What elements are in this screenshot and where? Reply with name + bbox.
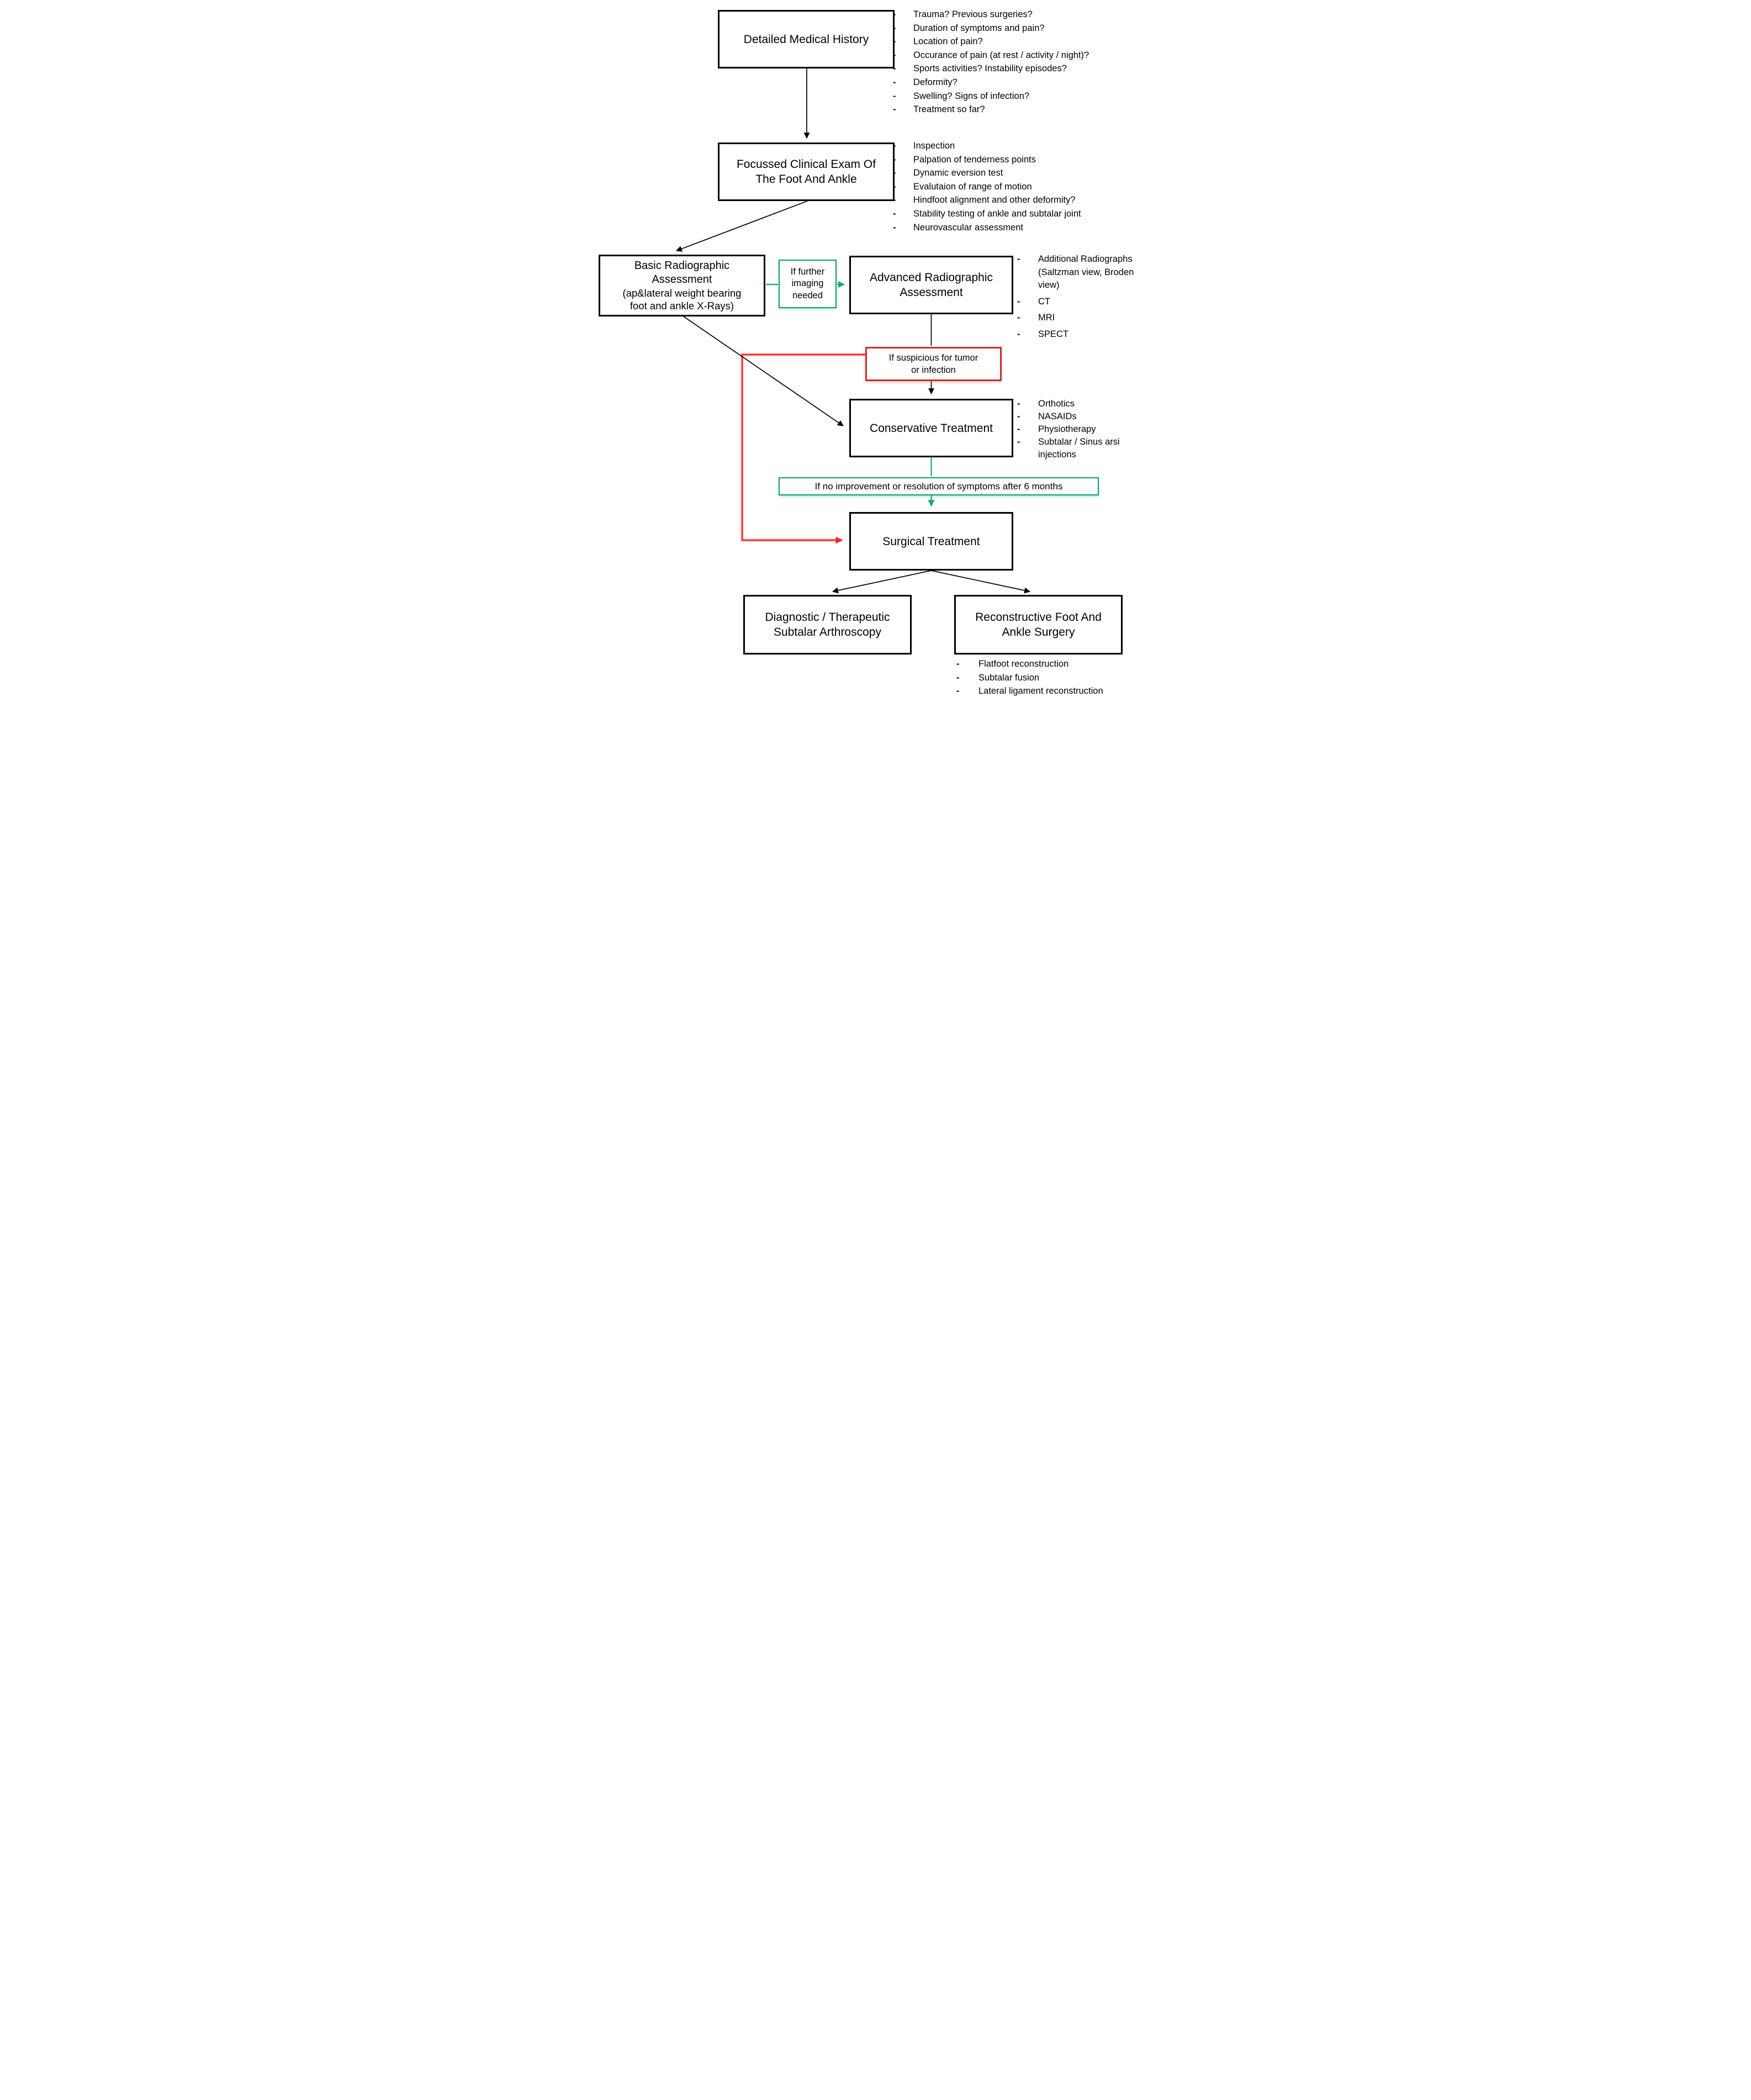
node-focussed-clinical-exam: Focussed Clinical Exam Of The Foot And A…	[718, 143, 895, 201]
bullet-item: -Palpation of tenderness points	[893, 153, 1158, 167]
arrow-tumor-condition-to-surgical	[741, 353, 865, 544]
arrow-basic-to-conservative	[683, 316, 844, 426]
node-surgical-treatment: Surgical Treatment	[849, 512, 1013, 571]
conservative-bullet-list: -Orthotics -NASAIDs -Physiotherapy -Subt…	[1017, 398, 1136, 461]
bullet-item: -CT	[1017, 296, 1136, 309]
node-conservative-treatment: Conservative Treatment	[849, 399, 1013, 457]
bullet-item: -MRI	[1017, 312, 1136, 325]
condition-line: or infection	[911, 365, 956, 375]
node-title-line: Ankle Surgery	[1002, 626, 1075, 639]
node-subtitle-line: foot and ankle X-Rays)	[629, 300, 734, 312]
dash-bullet: -	[893, 104, 896, 115]
arrow-exam-to-basic	[675, 200, 808, 252]
bullet-item: -Lateral ligament reconstruction	[956, 684, 1161, 698]
node-detailed-medical-history: Detailed Medical History	[718, 10, 895, 68]
node-subtitle-line: (ap&lateral weight bearing	[622, 287, 742, 299]
node-subtalar-arthroscopy: Diagnostic / Therapeutic Subtalar Arthro…	[743, 595, 912, 655]
dash-bullet: -	[1017, 329, 1020, 339]
dash-bullet: -	[1017, 399, 1020, 409]
reconstructive-bullet-list: -Flatfoot reconstruction -Subtalar fusio…	[956, 657, 1161, 698]
bullet-item: -Evalutaion of range of motion	[893, 180, 1158, 194]
node-title-line: Focussed Clinical Exam Of	[736, 158, 876, 171]
dash-bullet: -	[893, 222, 896, 233]
node-basic-radiographic-assessment: Basic Radiographic Assessment (ap&latera…	[599, 255, 765, 316]
bullet-item: -Stability testing of ankle and subtalar…	[893, 207, 1158, 221]
condition-line: If no improvement or resolution of sympt…	[814, 481, 1063, 492]
node-title-line: Subtalar Arthroscopy	[774, 626, 881, 639]
dash-bullet: -	[893, 208, 896, 219]
connector-lines	[675, 68, 1031, 594]
node-advanced-radiographic-assessment: Advanced Radiographic Assessment	[849, 256, 1013, 314]
node-title-line: The Foot And Ankle	[755, 173, 857, 186]
bullet-item: -Additional Radiographs (Saltzman view, …	[1017, 254, 1134, 290]
bullet-item: -Duration of symptoms and pain?	[893, 22, 1158, 35]
node-title-line: Assessment	[900, 286, 963, 299]
node-title-line: Assessment	[652, 273, 712, 286]
condition-no-improvement: If no improvement or resolution of sympt…	[779, 477, 1099, 495]
bullet-item: -Dynamic eversion test	[893, 166, 1158, 180]
bullet-item: -Orthotics	[1017, 398, 1136, 410]
bullet-item: -Trauma? Previous surgeries?	[893, 8, 1158, 22]
dash-bullet: -	[893, 36, 896, 47]
bullet-item: -Subtalar / Sinus arsi injections	[1017, 437, 1120, 460]
dash-bullet: -	[1017, 411, 1020, 421]
node-title-line: Diagnostic / Therapeutic	[765, 611, 890, 624]
bullet-item: -NASAIDs	[1017, 410, 1136, 423]
bullet-item: -Occurance of pain (at rest / activity /…	[893, 49, 1158, 62]
dash-bullet: -	[956, 659, 960, 669]
dash-bullet: -	[893, 9, 896, 19]
bullet-item: -Inspection	[893, 139, 1158, 153]
dash-bullet: -	[893, 195, 896, 205]
dash-bullet: -	[893, 168, 896, 178]
condition-further-imaging: If further imaging needed	[779, 260, 837, 308]
dash-bullet: -	[893, 154, 896, 165]
dash-bullet: -	[893, 50, 896, 60]
dash-bullet: -	[893, 141, 896, 151]
dash-bullet: -	[893, 64, 896, 74]
dash-bullet: -	[1017, 296, 1020, 307]
dash-bullet: -	[1017, 424, 1020, 434]
dash-bullet: -	[893, 91, 896, 101]
condition-line: needed	[792, 290, 823, 300]
condition-line: imaging	[791, 278, 824, 289]
arrow-surgical-to-arthroscopy	[832, 570, 932, 594]
node-reconstructive-surgery: Reconstructive Foot And Ankle Surgery	[954, 595, 1123, 655]
condition-tumor-or-infection: If suspicious for tumor or infection	[865, 347, 1002, 381]
node-title-line: Surgical Treatment	[882, 535, 980, 548]
node-title-line: Detailed Medical History	[743, 33, 869, 46]
dash-bullet: -	[893, 77, 896, 87]
bullet-item: -Neurovascular assessment	[893, 221, 1158, 235]
bullet-item: -Treatment so far?	[893, 103, 1158, 117]
node-title-line: Advanced Radiographic	[870, 271, 993, 284]
node-title-line: Conservative Treatment	[870, 421, 993, 435]
dash-bullet: -	[956, 672, 960, 683]
dash-bullet: -	[893, 23, 896, 33]
condition-line: If further	[790, 266, 825, 277]
bullet-item: -Subtalar fusion	[956, 671, 1161, 685]
dash-bullet: -	[893, 181, 896, 192]
flowchart-canvas: Detailed Medical History Focussed Clinic…	[584, 0, 1167, 700]
bullet-item: -Flatfoot reconstruction	[956, 657, 1161, 671]
arrow-surgical-to-reconstructive	[931, 570, 1031, 594]
condition-line: If suspicious for tumor	[888, 353, 978, 363]
dash-bullet: -	[956, 686, 960, 697]
red-elbow-halo	[740, 353, 865, 542]
node-title-line: Reconstructive Foot And	[975, 611, 1102, 624]
bullet-item: -Hindfoot alignment and other deformity?	[893, 193, 1158, 207]
node-title-line: Basic Radiographic	[634, 259, 730, 272]
exam-bullet-list: -Inspection -Palpation of tenderness poi…	[893, 139, 1158, 234]
dash-bullet: -	[1017, 437, 1020, 447]
bullet-item: -Swelling? Signs of infection?	[893, 89, 1158, 103]
dash-bullet: -	[1017, 254, 1020, 264]
bullet-item: -Sports activities? Instability episodes…	[893, 62, 1158, 76]
history-bullet-list: -Trauma? Previous surgeries? -Duration o…	[893, 8, 1158, 117]
bullet-item: -Physiotherapy	[1017, 423, 1136, 436]
bullet-item: -Deformity?	[893, 76, 1158, 89]
bullet-item: -SPECT	[1017, 328, 1136, 341]
dash-bullet: -	[1017, 313, 1020, 323]
advanced-bullet-list: -Additional Radiographs (Saltzman view, …	[1017, 253, 1136, 344]
bullet-item: -Location of pain?	[893, 35, 1158, 49]
